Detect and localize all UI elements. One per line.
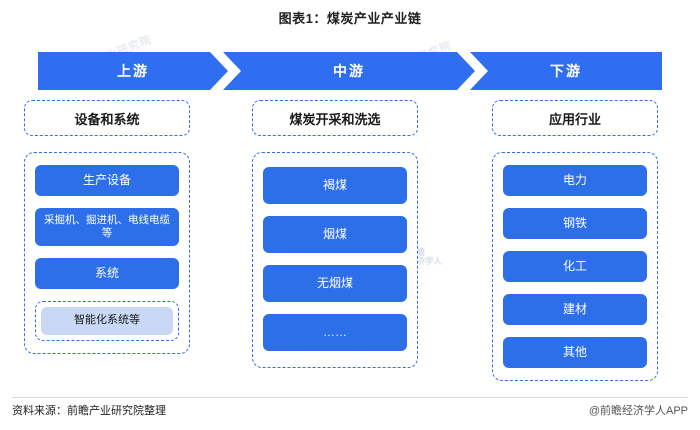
list-item: 化工 (503, 251, 647, 282)
list-item: 钢铁 (503, 208, 647, 239)
column-header-downstream: 应用行业 (492, 100, 658, 136)
list-item: 其他 (503, 337, 647, 368)
list-item: 系统 (35, 258, 179, 290)
list-item: 生产设备 (35, 165, 179, 196)
stage-label-midstream: 中游 (333, 63, 365, 79)
stage-arrow-upstream: 上游 (38, 52, 228, 90)
source-note: 资料来源：前瞻产业研究院整理 (12, 405, 166, 417)
column-midstream: 煤炭开采和洗选 褐煤 烟煤 无烟煤 …… (252, 100, 418, 368)
footer-divider (12, 397, 688, 398)
item-group-upstream: 生产设备 采掘机、掘进机、电线电缆等 系统 智能化系统等 (24, 152, 190, 354)
stage-arrow-downstream: 下游 (470, 52, 662, 90)
page-title: 图表1：煤炭产业产业链 (278, 11, 422, 26)
brand-credit: @前瞻经济学人APP (588, 405, 688, 417)
column-header-upstream: 设备和系统 (24, 100, 190, 136)
stage-arrow-midstream: 中游 (223, 52, 475, 90)
column-upstream: 设备和系统 生产设备 采掘机、掘进机、电线电缆等 系统 智能化系统等 (24, 100, 190, 354)
column-header-midstream: 煤炭开采和洗选 (252, 100, 418, 136)
list-item-boxed-wrapper: 智能化系统等 (35, 301, 179, 341)
list-item: 无烟煤 (263, 265, 407, 302)
list-item: 烟煤 (263, 216, 407, 253)
column-downstream: 应用行业 电力 钢铁 化工 建材 其他 (492, 100, 658, 381)
list-item: 建材 (503, 294, 647, 325)
list-item: …… (263, 314, 407, 351)
item-group-downstream: 电力 钢铁 化工 建材 其他 (492, 152, 658, 381)
list-item: 电力 (503, 165, 647, 196)
value-chain-arrow-band: 上游 中游 下游 (38, 52, 662, 90)
stage-label-downstream: 下游 (550, 63, 582, 79)
list-item: 采掘机、掘进机、电线电缆等 (35, 208, 179, 247)
stage-label-upstream: 上游 (117, 63, 149, 79)
list-item: 褐煤 (263, 167, 407, 204)
list-item: 智能化系统等 (41, 307, 173, 335)
item-group-midstream: 褐煤 烟煤 无烟煤 …… (252, 152, 418, 368)
